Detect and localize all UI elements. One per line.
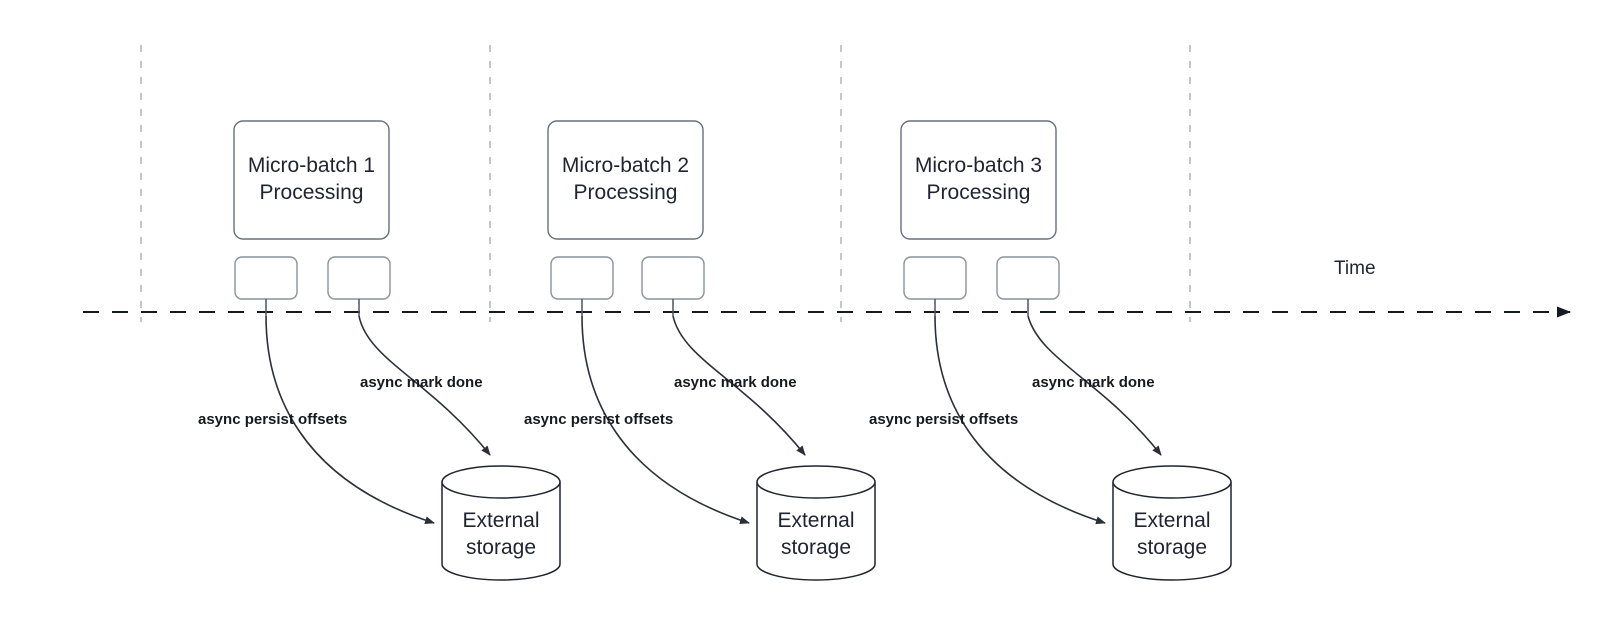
micro-batch-2-label-line1: Micro-batch 2: [562, 154, 689, 177]
micro-batch-2-task-box-a[interactable]: [550, 256, 614, 300]
micro-batch-3-task-box-a[interactable]: [903, 256, 967, 300]
micro-batch-1-label-line2: Processing: [260, 181, 364, 204]
external-storage-1-line2: storage: [466, 536, 536, 559]
micro-batch-1-box[interactable]: [233, 120, 390, 240]
micro-batch-2-persist-offsets-edge: [581, 315, 750, 525]
micro-batch-3-mark-done-label: async mark done: [1032, 374, 1155, 391]
micro-batch-2-task-box-b[interactable]: [641, 256, 705, 300]
micro-batch-1-persist-offsets-label: async persist offsets: [198, 411, 347, 428]
micro-batch-2-mark-done-edge: [672, 315, 806, 456]
micro-batch-1-persist-offsets-edge: [265, 315, 435, 525]
micro-batch-1-mark-done-edge: [358, 315, 491, 456]
micro-batch-3-task-box-b[interactable]: [996, 256, 1060, 300]
micro-batch-group-2: Micro-batch 2 Processing External storag…: [524, 120, 876, 581]
external-storage-1[interactable]: External storage: [441, 465, 561, 581]
external-storage-2-line1: External: [777, 509, 854, 532]
micro-batch-3-label-line1: Micro-batch 3: [915, 154, 1042, 177]
external-storage-3[interactable]: External storage: [1112, 465, 1232, 581]
micro-batch-group-1: Micro-batch 1 Processing External storag…: [198, 120, 561, 581]
micro-batch-2-label-line2: Processing: [574, 181, 678, 204]
micro-batch-1-label-line1: Micro-batch 1: [248, 154, 375, 177]
micro-batch-3-box[interactable]: [900, 120, 1057, 240]
micro-batch-3-mark-done-edge: [1027, 315, 1162, 456]
micro-batch-3-label-line2: Processing: [927, 181, 1031, 204]
micro-batch-1-task-box-b[interactable]: [327, 256, 391, 300]
external-storage-2-line2: storage: [781, 536, 851, 559]
micro-batch-group-3: Micro-batch 3 Processing External storag…: [869, 120, 1232, 581]
external-storage-3-line2: storage: [1137, 536, 1207, 559]
micro-batch-2-persist-offsets-label: async persist offsets: [524, 411, 673, 428]
time-axis-label: Time: [1334, 258, 1376, 279]
micro-batch-1-mark-done-label: async mark done: [360, 374, 483, 391]
tick-separators: [140, 45, 1191, 322]
micro-batch-3-persist-offsets-label: async persist offsets: [869, 411, 1018, 428]
external-storage-2[interactable]: External storage: [756, 465, 876, 581]
micro-batch-2-box[interactable]: [547, 120, 704, 240]
micro-batch-1-task-box-a[interactable]: [234, 256, 298, 300]
external-storage-1-line1: External: [462, 509, 539, 532]
micro-batch-3-persist-offsets-edge: [934, 315, 1106, 525]
micro-batch-2-mark-done-label: async mark done: [674, 374, 797, 391]
external-storage-3-line1: External: [1133, 509, 1210, 532]
